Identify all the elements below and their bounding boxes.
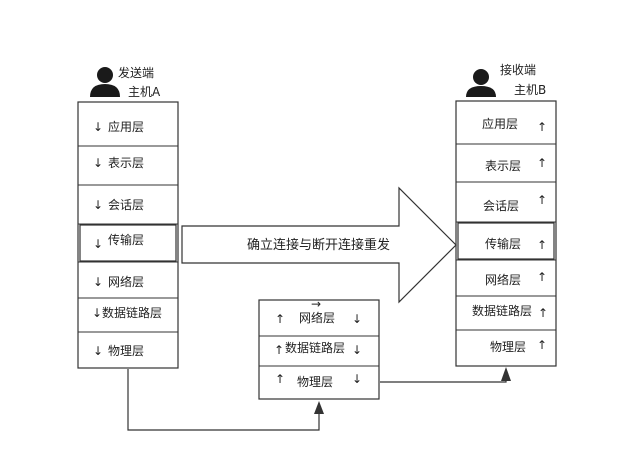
router-layer-arrow-left: ↑ — [275, 312, 285, 326]
host-a-layer-arrow: ↓ — [93, 156, 103, 170]
host-b-name: 主机B — [514, 83, 546, 97]
router-layer-arrow-right: ↓ — [352, 372, 362, 386]
router-top-mark: → — [311, 297, 321, 311]
host-b-layer-arrow: ↑ — [537, 120, 547, 134]
host-b-layer-label: 传输层 — [485, 236, 521, 251]
user-icon-host-b — [466, 69, 496, 97]
host-b-stack: 应用层 ↑ 表示层 ↑ 会话层 ↑ 传输层 ↑ 网络层 ↑ 数据链路层 ↑ 物理… — [455, 100, 557, 367]
router-stack: → ↑ 网络层 ↓ ↑ 数据链路层 ↓ ↑ 物理层 ↓ — [258, 297, 380, 400]
host-b-layer-label: 会话层 — [483, 199, 519, 213]
router-layer-label: 物理层 — [297, 375, 333, 389]
host-b-layer-arrow: ↑ — [538, 306, 548, 320]
host-b-layer-arrow: ↑ — [537, 193, 547, 207]
host-a-layer-label: 表示层 — [108, 156, 144, 170]
host-a-layer-label: 会话层 — [108, 198, 144, 212]
host-b-layer-arrow: ↑ — [537, 238, 547, 252]
host-b-role: 接收端 — [500, 62, 536, 77]
host-a-role: 发送端 — [118, 65, 154, 80]
connection-arrow-label: 确立连接与断开连接重发 — [247, 237, 390, 253]
router-layer-arrow-right: ↓ — [352, 312, 362, 326]
host-a-layer-label: 应用层 — [108, 119, 144, 134]
host-a-layer-label: 传输层 — [108, 232, 144, 247]
host-b-transport-highlight — [457, 222, 555, 260]
host-a-stack: ↓ 应用层 ↓ 表示层 ↓ 会话层 ↓ 传输层 ↓ 网络层 ↓ 数据链路层 ↓ … — [77, 101, 179, 369]
host-a-layer-arrow: ↓ — [92, 306, 102, 320]
router-layer-label: 数据链路层 — [285, 340, 345, 355]
host-a-layer-arrow: ↓ — [93, 275, 103, 289]
host-b-layer-arrow: ↑ — [537, 270, 547, 284]
host-a-layer-label: 数据链路层 — [102, 305, 162, 320]
host-a-layer-arrow: ↓ — [93, 198, 103, 212]
host-a-layer-label: 网络层 — [108, 274, 144, 289]
host-b-layer-label: 应用层 — [482, 116, 518, 131]
physical-link-router-to-b — [380, 367, 511, 383]
arrowhead-icon — [314, 401, 324, 414]
host-a-layer-arrow: ↓ — [93, 344, 103, 358]
host-a-name: 主机A — [128, 85, 161, 99]
connection-arrow: 确立连接与断开连接重发 — [181, 186, 457, 304]
host-b-layer-label: 物理层 — [490, 340, 526, 354]
host-b-layer-arrow: ↑ — [537, 156, 547, 170]
router-layer-label: 网络层 — [299, 310, 335, 325]
router-layer-arrow-left: ↑ — [275, 372, 285, 386]
host-b-layer-arrow: ↑ — [537, 338, 547, 352]
host-a-layer-label: 物理层 — [108, 344, 144, 358]
arrowhead-icon — [501, 367, 511, 381]
host-a-layer-arrow: ↓ — [93, 120, 103, 134]
user-icon-host-a — [90, 67, 120, 97]
host-b-layer-label: 网络层 — [485, 272, 521, 287]
host-a-transport-highlight — [79, 224, 177, 262]
host-b-layer-label: 表示层 — [485, 159, 521, 173]
router-layer-arrow-left: ↑ — [274, 343, 284, 357]
physical-link-a-to-router — [127, 369, 324, 431]
router-layer-arrow-right: ↓ — [352, 343, 362, 357]
host-b-layer-label: 数据链路层 — [472, 303, 532, 318]
host-a-layer-arrow: ↓ — [93, 237, 103, 251]
